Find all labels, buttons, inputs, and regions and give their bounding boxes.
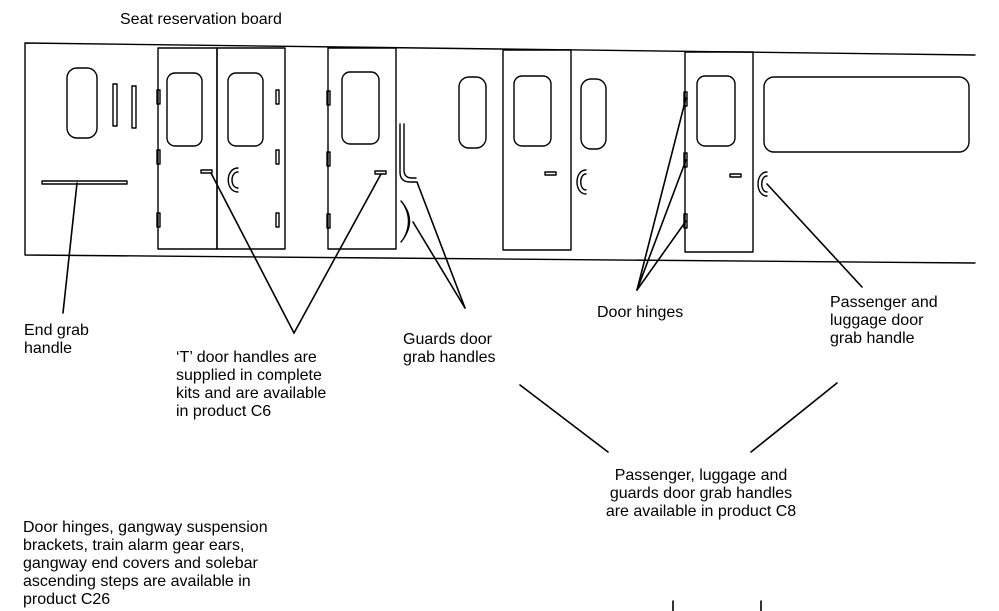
t-door-handle [729,173,742,178]
note-product-c26: Door hinges, gangway suspension brackets… [23,519,268,608]
door-hinge [683,91,688,107]
leader-line-t-door-handle [210,172,295,334]
saloon-window [763,76,970,153]
leader-line-door-hinge [636,220,687,291]
leader-line-door-hinge [636,159,687,291]
label-door-hinges: Door hinges [597,304,684,321]
seat-reservation-board [112,83,118,127]
passenger-door-grab-handle [576,169,587,195]
passenger-door-grab-handle [227,167,239,193]
t-door-handle [200,169,213,174]
window [580,78,607,150]
door-hinge [275,149,280,165]
label-end-grab-handle: End grab handle [24,322,89,357]
seat-reservation-board [131,85,137,129]
end-window [66,67,98,139]
door [502,49,572,251]
leader-line-end-grab-handle [62,182,78,314]
leader-line-guards-handle [412,221,466,309]
guards-door-grab-handle [400,200,411,243]
door-window [513,75,552,147]
door-hinge [326,90,331,106]
window [458,76,487,149]
passenger-door-grab-handle [757,171,768,197]
coach-body-outline [24,42,976,264]
door [684,51,754,253]
door-hinge [683,213,688,229]
door-hinge [683,152,688,168]
label-t-door-handles: ‘T’ door handles are supplied in complet… [176,349,327,420]
door [327,47,397,250]
leader-line-product-c8 [519,384,609,453]
leader-line-passenger-handle [766,183,863,288]
door-window [227,72,264,147]
door-hinge [275,212,280,228]
door-hinge [156,212,161,228]
guards-door-grab-handle [399,123,417,183]
label-seat-reservation-board: Seat reservation board [120,11,282,28]
door-hinge [156,149,161,165]
door-window [696,75,736,147]
door-hinge [326,213,331,229]
leader-line-product-c8 [750,382,838,453]
leader-line-t-door-handle [293,173,382,334]
leader-line-door-hinge [636,97,687,291]
note-product-c8: Passenger, luggage and guards door grab … [605,467,797,520]
end-grab-handle [41,180,128,185]
door-hinge [326,151,331,167]
door [216,47,286,250]
door-window [341,71,380,145]
door-hinge [156,89,161,105]
t-door-handle [544,171,557,176]
label-passenger-luggage-door-grab-handle: Passenger and luggage door grab handle [830,294,938,347]
leader-line-guards-handle [416,181,466,309]
label-guards-door-grab-handles: Guards door grab handles [403,331,496,366]
door-hinge [275,89,280,105]
door-window [166,72,203,147]
